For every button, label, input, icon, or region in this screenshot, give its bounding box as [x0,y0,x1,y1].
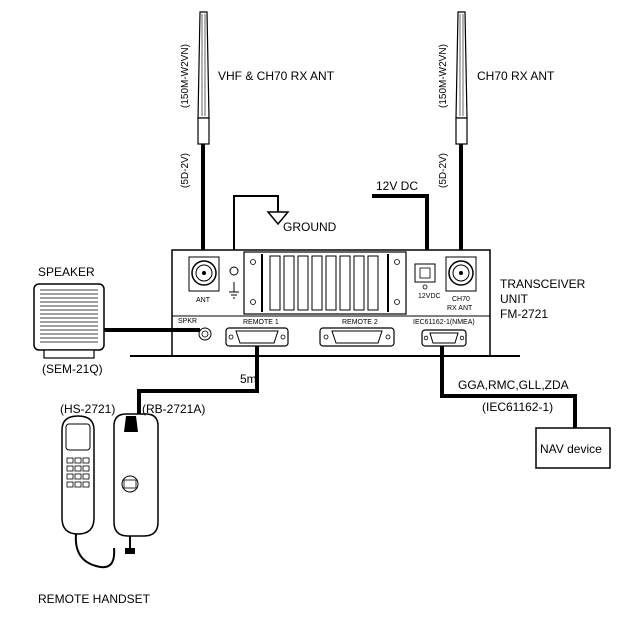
spkr-jack-icon [198,327,212,341]
ground-label: GROUND [283,220,337,234]
left-antenna-base [197,117,210,145]
right-antenna-cable-label: (5D-2V) [438,153,449,188]
right-antenna-label: CH70 RX ANT [477,69,555,83]
handset-cord [74,533,116,569]
remote2-port-label: REMOTE 2 [342,319,378,326]
remote-handset [61,413,159,569]
right-antenna-whip [455,11,468,119]
speaker-label: SPEAKER [38,265,95,279]
cradle-hook [124,416,138,432]
nav-device-label: NAV device [540,442,602,456]
remote2-connector-icon [319,327,395,347]
remote1-connector-icon [225,327,289,347]
speaker-model: (SEM-21Q) [42,362,103,376]
nav-sentences: GGA,RMC,GLL,ZDA [458,378,569,392]
transceiver-model: FM-2721 [500,307,548,321]
power-wire [372,194,429,268]
left-antenna-whip [197,11,210,119]
handset-model: (HS-2721) [60,402,115,416]
nmea-connector-icon [421,329,467,347]
ground-terminal-icon [229,266,239,276]
left-antenna-label: VHF & CH70 RX ANT [218,69,335,83]
nmea-port-label: IEC61162-1(NMEA) [413,319,475,326]
handset-keypad [66,457,90,488]
left-antenna-model: (150M-W2VN) [180,44,191,108]
transceiver-title-1: TRANSCEIVER [500,277,586,291]
handset-display [65,423,91,451]
remote-cable [137,346,259,416]
ch70-port-label-2: RX ANT [447,305,473,312]
ant-port-label: ANT [196,297,211,304]
cradle-model: (RB-2721A) [142,402,205,416]
spkr-port-label: SPKR [178,318,197,325]
transceiver-title-2: UNIT [500,292,529,306]
nav-standard: (IEC61162-1) [482,400,553,414]
nav-cable [440,346,577,428]
cradle-icon [113,413,159,537]
ch70-port-label-1: CH70 [452,296,470,303]
right-antenna-model: (150M-W2VN) [438,44,449,108]
right-antenna [455,11,468,262]
speaker [33,283,200,359]
heatsink [243,251,407,315]
dc-connector-icon [414,263,436,283]
speaker-stand [43,349,95,359]
dc-port-label: 12VDC [418,293,441,300]
handset-label: REMOTE HANDSET [38,592,151,606]
transceiver-unit [130,249,520,357]
remote1-port-label: REMOTE 1 [243,319,279,326]
remote-cable-length: 5m [240,372,257,386]
ground-wire [233,195,290,268]
left-antenna [197,11,210,262]
ground-arrow-icon [266,211,290,226]
left-antenna-cable-label: (5D-2V) [180,153,191,188]
heatsink-fins [269,255,379,311]
nav-device-box [535,427,611,469]
power-label: 12V DC [376,179,418,193]
right-antenna-base [455,117,468,145]
